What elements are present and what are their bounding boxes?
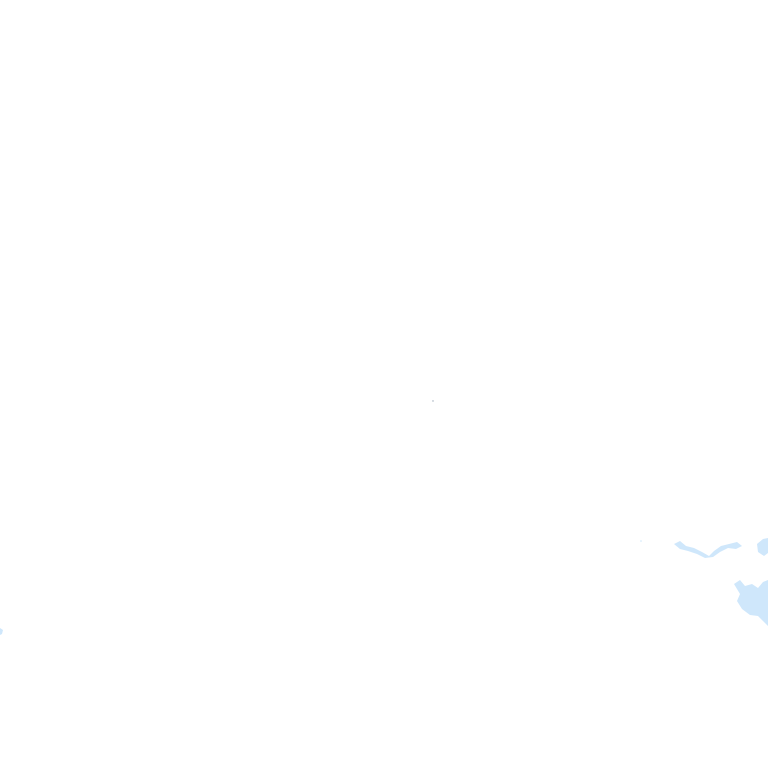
water-patch-east-3 bbox=[734, 580, 768, 626]
water-patch-east-2 bbox=[757, 538, 768, 556]
water-patch-west bbox=[0, 628, 3, 635]
location-dot bbox=[432, 400, 434, 402]
water-speck bbox=[640, 540, 642, 542]
water-patch-east-1 bbox=[674, 541, 742, 558]
